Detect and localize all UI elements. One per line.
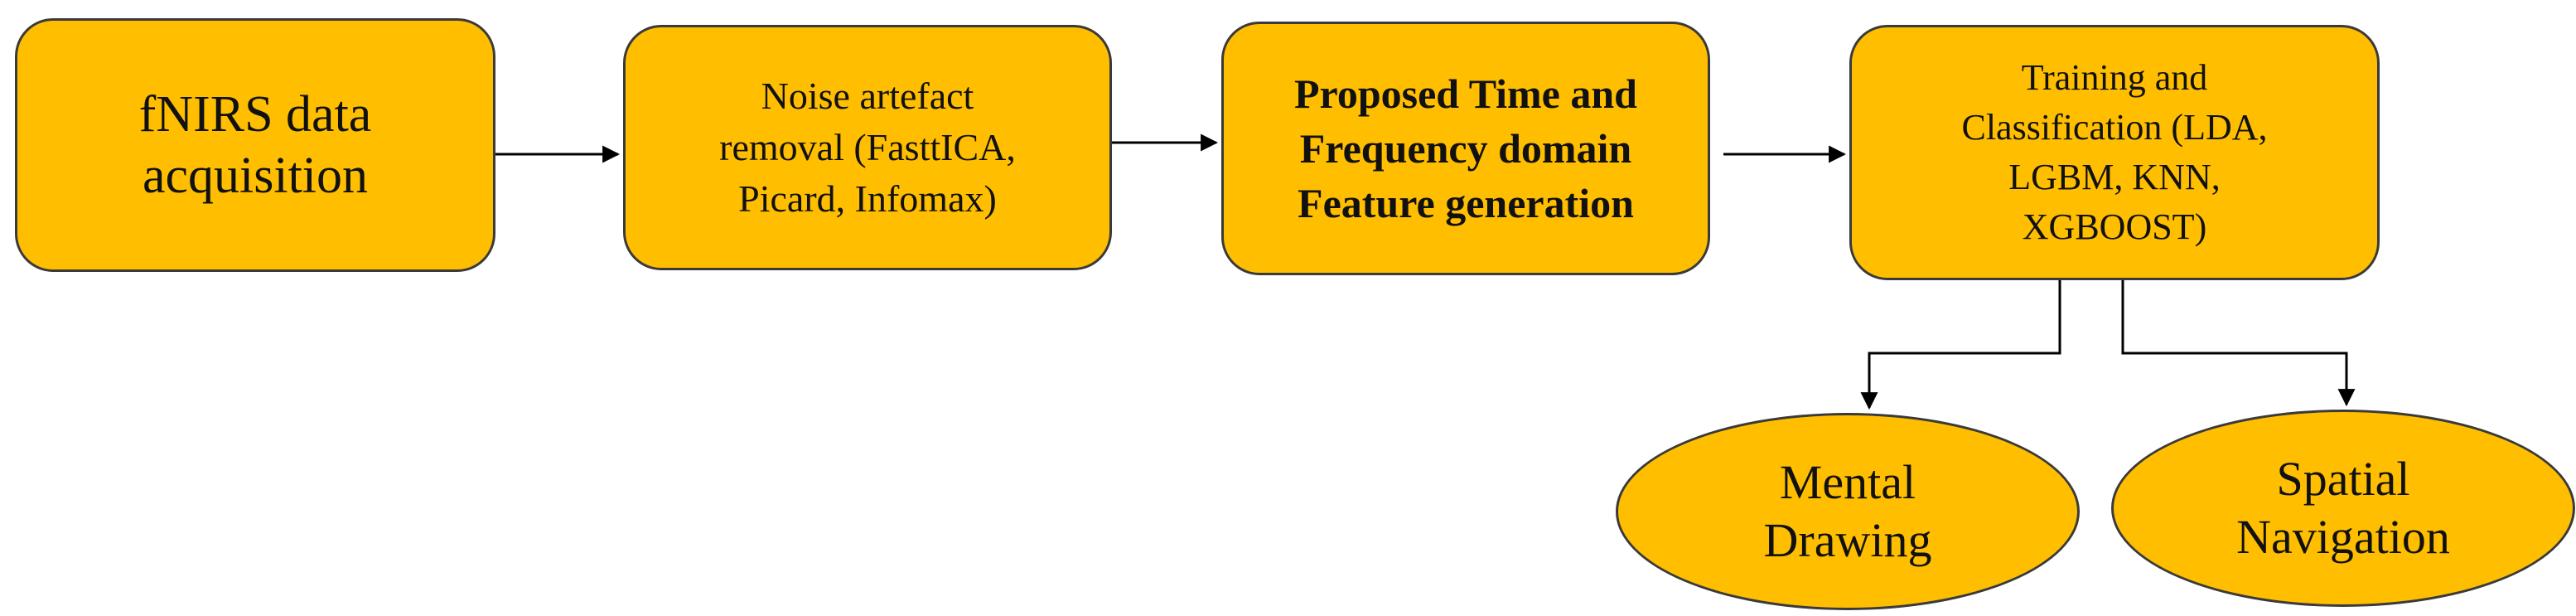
- node-text: fNIRS data acquisition: [139, 84, 372, 206]
- node-fnirs-data-acquisition: fNIRS data acquisition: [15, 18, 495, 272]
- node-text-line: Navigation: [2236, 510, 2450, 564]
- node-text-line: Drawing: [1763, 513, 1932, 567]
- node-text: Spatial Navigation: [2236, 450, 2450, 566]
- node-feature-generation: Proposed Time and Frequency domain Featu…: [1221, 22, 1710, 275]
- node-text: Noise artefact removal (FasttICA, Picard…: [719, 70, 1016, 225]
- node-text: Proposed Time and Frequency domain Featu…: [1294, 66, 1637, 230]
- node-text-line: Classification (LDA,: [1961, 107, 2268, 148]
- node-text-line: XGBOOST): [2022, 206, 2207, 247]
- node-text-line: Picard, Infomax): [738, 177, 997, 220]
- node-noise-artefact-removal: Noise artefact removal (FasttICA, Picard…: [623, 25, 1112, 270]
- node-text-line: Frequency domain: [1299, 125, 1632, 172]
- node-text-line: acquisition: [142, 148, 369, 204]
- node-training-classification: Training and Classification (LDA, LGBM, …: [1849, 25, 2380, 280]
- node-spatial-navigation: Spatial Navigation: [2111, 410, 2575, 607]
- node-text-line: fNIRS data: [138, 86, 372, 143]
- node-text-line: Spatial: [2276, 452, 2410, 506]
- node-text-line: Noise artefact: [761, 75, 974, 117]
- node-text-line: Proposed Time and: [1294, 70, 1637, 117]
- node-text: Mental Drawing: [1764, 454, 1932, 570]
- node-text-line: removal (FasttICA,: [719, 126, 1016, 168]
- node-text-line: Feature generation: [1298, 180, 1634, 226]
- node-mental-drawing: Mental Drawing: [1616, 413, 2080, 610]
- node-text-line: Training and: [2021, 57, 2208, 98]
- arrow-classification-to-spatial-navigation: [2121, 280, 2356, 407]
- arrow-classification-to-mental-drawing: [1860, 280, 2061, 410]
- node-text: Training and Classification (LDA, LGBM, …: [1961, 53, 2267, 252]
- node-text-line: Mental: [1779, 455, 1916, 509]
- node-text-line: LGBM, KNN,: [2008, 157, 2221, 197]
